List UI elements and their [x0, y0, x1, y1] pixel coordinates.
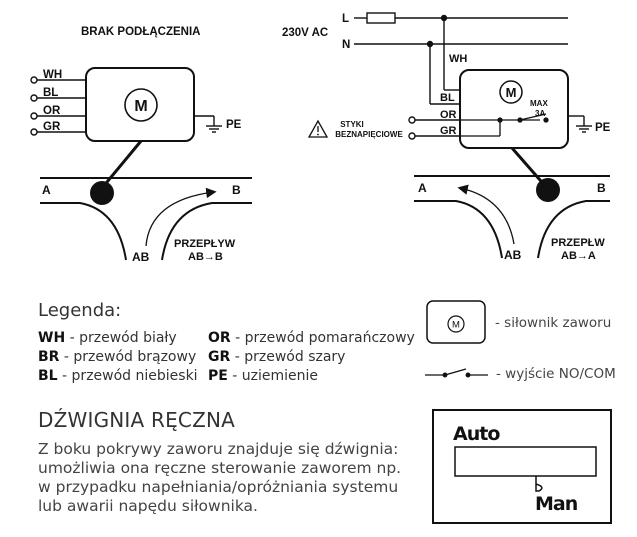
right-flow-arrow [457, 184, 515, 245]
left-diagram-title: BRAK PODŁĄCZENIA [81, 26, 200, 38]
fuse-icon [366, 12, 396, 24]
legend-item: WH - przewód biały [38, 329, 198, 348]
right-ground-icon [568, 115, 592, 133]
legend-code: OR [208, 330, 231, 346]
lever-auto-label: Auto [453, 423, 500, 445]
left-wire-terminal [30, 94, 38, 102]
right-motor-label: M [506, 85, 517, 100]
right-line-l: L [342, 13, 349, 25]
right-wire-wh: WH [449, 53, 467, 65]
legend-text: - przewód pomarańczowy [230, 330, 415, 346]
legend-column-right: OR - przewód pomarańczowy GR - przewód s… [208, 329, 415, 386]
right-flow-label: PRZEPŁW [551, 237, 605, 249]
right-valve-body [414, 175, 610, 259]
left-motor-icon [124, 88, 158, 122]
left-wire-terminal [30, 128, 38, 136]
right-max-value: 3A [535, 109, 545, 118]
left-flow-value: AB→B [188, 251, 223, 263]
legend-text: - przewód szary [230, 349, 346, 365]
right-diagram: L N 230V AC WH BL OR GR M MAX 3A [282, 12, 611, 262]
legend-item: BL - przewód niebieski [38, 367, 198, 386]
right-max-label: MAX [530, 99, 548, 108]
legend-actuator-label: - siłownik zaworu [495, 315, 612, 331]
legend-code: BL [38, 368, 58, 384]
legend-code: PE [208, 368, 228, 384]
right-voltage: 230V AC [282, 27, 328, 39]
right-actuator-box [459, 69, 569, 149]
legend-text: - uziemienie [227, 368, 319, 384]
left-valve-body [40, 177, 252, 261]
legend-column-left: WH - przewód biały BR - przewód brązowy … [38, 329, 198, 386]
manual-lever-title: DŹWIGNIA RĘCZNA [38, 408, 236, 432]
right-line-n: N [342, 39, 350, 51]
manual-lever-panel: Auto Man [432, 409, 612, 524]
left-wire-label-gr: GR [43, 121, 61, 133]
left-wire-label-bl: BL [43, 87, 58, 99]
right-port-b: B [597, 181, 606, 195]
legend-text: - przewód brązowy [59, 349, 197, 365]
left-port-ab: AB [132, 250, 150, 264]
legend-code: BR [38, 349, 60, 365]
left-flow-label: PRZEPŁYW [174, 238, 236, 250]
left-motor-label: M [134, 98, 147, 115]
legend-item: BR - przewód brązowy [38, 348, 198, 367]
legend-motor-icon [447, 315, 465, 333]
legend-contact-label: - wyjście NO/COM [496, 366, 616, 382]
left-linkage [100, 140, 143, 189]
legend-symbols: M [425, 300, 488, 378]
legend-item: OR - przewód pomarańczowy [208, 329, 415, 348]
right-port-a: A [418, 181, 427, 195]
legend-code: GR [208, 349, 231, 365]
left-port-b: B [232, 183, 241, 197]
legend-text: - przewód niebieski [57, 368, 198, 384]
legend-contact-symbol [425, 368, 488, 378]
warning-line-2: BEZNAPIĘCIOWE [335, 130, 403, 139]
left-wire-label-or: OR [43, 105, 61, 117]
left-flow-arrow [145, 187, 217, 247]
lever-man-label: Man [535, 493, 578, 515]
right-port-ab: AB [504, 248, 522, 262]
right-supply-lines [354, 12, 568, 140]
left-wire-terminal [30, 76, 38, 84]
left-wire-terminal [30, 112, 38, 120]
legend-text: - przewód biały [65, 330, 177, 346]
legend-motor-label: M [452, 320, 460, 331]
lever-slot [454, 446, 597, 492]
manual-lever-description: Z boku pokrywy zaworu znajduje się dźwig… [38, 440, 402, 515]
right-wire-or: OR [440, 109, 457, 121]
right-wire-gr: GR [440, 125, 457, 137]
legend-item: PE - uziemienie [208, 367, 415, 386]
right-valve-plug [536, 178, 560, 202]
left-diagram: BRAK PODŁĄCZENIA M WH BL OR GR PE [30, 26, 252, 264]
warning-line-1: STYKI [340, 120, 364, 129]
right-internal-contact [460, 113, 549, 137]
warning-icon [307, 119, 329, 138]
left-valve-plug [90, 181, 114, 205]
right-flow-value: AB→A [561, 250, 596, 262]
right-motor-icon [499, 80, 523, 104]
right-pe-label: PE [595, 122, 611, 134]
legend-title: Legenda: [38, 300, 122, 321]
left-ground-icon [194, 115, 222, 133]
left-wire-label-wh: WH [43, 69, 62, 81]
legend-item: GR - przewód szary [208, 348, 415, 367]
left-port-a: A [42, 183, 51, 197]
left-pe-label: PE [226, 119, 242, 131]
legend-code: WH [38, 330, 66, 346]
right-wire-bl: BL [440, 92, 455, 104]
left-wires [30, 76, 86, 136]
